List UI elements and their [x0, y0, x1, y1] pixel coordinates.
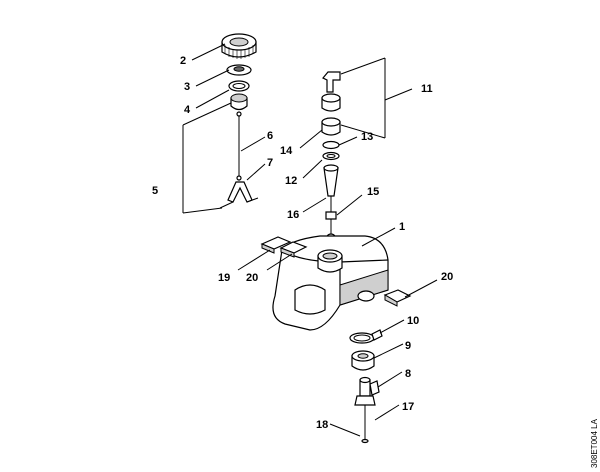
- label-18: 18: [316, 419, 328, 431]
- label-8: 8: [405, 368, 411, 380]
- part-4-seal-ring: [228, 80, 250, 92]
- label-17: 17: [402, 401, 414, 413]
- label-20-right: 20: [441, 271, 453, 283]
- label-12: 12: [285, 175, 297, 187]
- label-20-left: 20: [246, 272, 258, 284]
- part-20-pad: [383, 289, 412, 307]
- label-4: 4: [184, 104, 191, 116]
- label-5: 5: [152, 185, 158, 197]
- label-19: 19: [218, 272, 230, 284]
- leader-lines: [191, 43, 438, 437]
- label-10: 10: [407, 315, 419, 327]
- label-2: 2: [180, 55, 186, 67]
- label-7: 7: [267, 157, 273, 169]
- part-9-grommet: [351, 350, 375, 371]
- label-15: 15: [367, 186, 379, 198]
- part-1-fuel-tank: [272, 235, 389, 331]
- part-5-retainer-assembly: [219, 93, 259, 209]
- label-13: 13: [361, 131, 373, 143]
- label-1: 1: [399, 221, 405, 233]
- part-2-fuel-cap: [221, 33, 257, 59]
- drawing-code: 308ET004 LA: [590, 418, 599, 468]
- part-11-pickup-assembly: [321, 71, 341, 241]
- label-9: 9: [405, 340, 411, 352]
- label-6: 6: [267, 130, 273, 142]
- part-8-fitting: [354, 376, 380, 444]
- part-19-20-pads: [260, 236, 308, 258]
- part-10-hose-clamp: [349, 329, 383, 344]
- label-16: 16: [287, 209, 299, 221]
- label-3: 3: [184, 81, 190, 93]
- bracket-5: [182, 102, 232, 214]
- part-3-cap-insert: [226, 64, 252, 76]
- part-labels: 2 3 4 5 6 7 11 14 13 12 15 16 1 19 20 20…: [152, 55, 453, 431]
- bracket-11: [340, 57, 386, 139]
- label-11: 11: [421, 83, 433, 95]
- label-14: 14: [280, 145, 293, 157]
